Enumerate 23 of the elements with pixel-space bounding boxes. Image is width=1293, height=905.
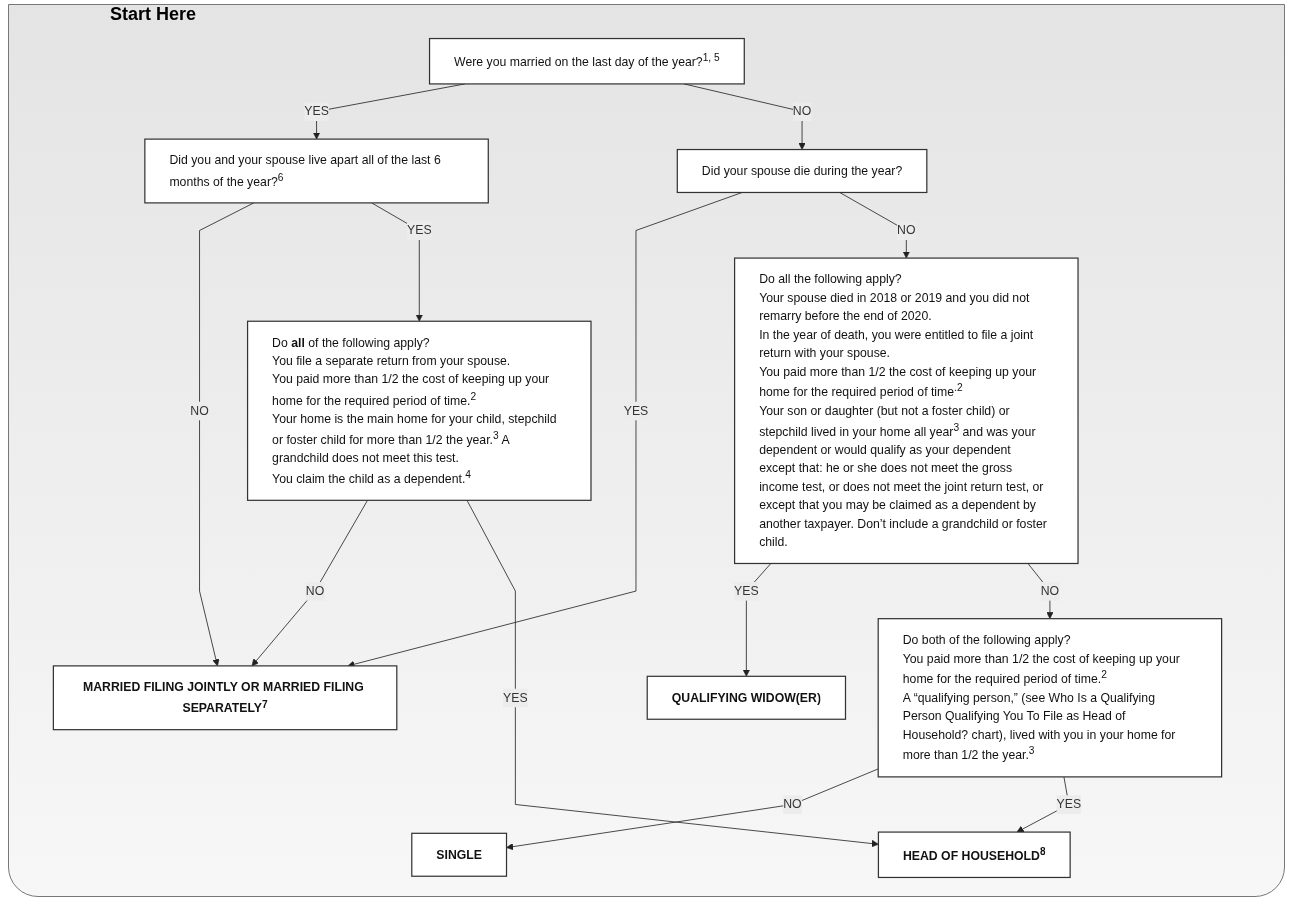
node-box: Do all the following apply? Your spouse died in 2018 or 2019 and you did not remarry before the end of 2020. In the year of death, you were entitled to file a joint return with your spouse. You paid more than 1/2 the cost of keeping up your home for the required period of time$^{.2}$ Your son or daughter (but not a foster child) or stepchild lived in your home all year$^{3}$ and was your dependent or would qualify as your dependent except that: he or she does not meet the gross income test, or does not meet the joint return test, or except that you may be claimed as a dependent by another taxpayer. Don’t include a grandchild or foster child.: [734, 257, 1079, 565]
node-box: Were you married on the last day of the year?$^{1, 5}$: [428, 37, 745, 85]
node-box: Did your spouse die during the year?: [676, 148, 928, 194]
node-box: Do both of the following apply? You paid more than 1/2 the cost of keeping up your home for the required period of time.$^{2}$ A “qualifying person,” (see Who Is a Qualifying Person Qualifying You To File as Head of Household? chart), lived with you in your home for more than 1/2 the year.$^{3}$: [877, 618, 1223, 778]
node-box: SINGLE: [411, 832, 508, 877]
edge-label: NO: [897, 222, 916, 237]
edge-label: YES: [407, 222, 432, 237]
edge-label: NO: [190, 403, 209, 418]
edge-label: YES: [304, 103, 329, 118]
edge-label: NO: [792, 103, 812, 118]
edge-label: YES: [734, 583, 759, 598]
node-box: MARRIED FILING JOINTLY OR MARRIED FILING SEPARATELY$^{7}$: [52, 665, 398, 731]
edge-label: NO: [783, 796, 802, 811]
edge-label: YES: [1056, 796, 1082, 811]
node-box: QUALIFYING WIDOW(ER): [646, 675, 847, 720]
edge-label: NO: [305, 583, 325, 598]
edge-label: NO: [1040, 583, 1060, 598]
edge-label: YES: [503, 690, 528, 705]
title: Start Here: [110, 4, 197, 25]
edge-label: YES: [623, 403, 649, 418]
node-box: HEAD OF HOUSEHOLD$^{8}$: [877, 831, 1071, 879]
node-box: Did you and your spouse live apart all of the last 6 months of the year?$^{6}$: [144, 138, 489, 204]
node-box: Do all of the following apply? You file a separate return from your spouse. You paid more than 1/2 the cost of keeping up your home for the required period of time.$^{2}$ Your home is the main home for your child, stepchild or foster child for more than 1/2 the year.$^{3}$ A grandchild does not meet this test. You claim the child as a dependent.$^{4}$: [246, 320, 592, 501]
